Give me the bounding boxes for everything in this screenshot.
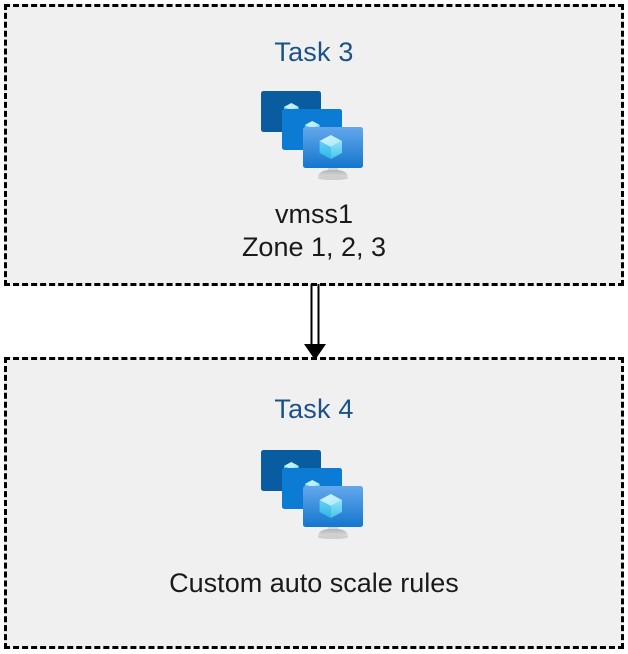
azure-vm-scale-set-icon bbox=[261, 450, 363, 539]
vmss-screen-front bbox=[303, 127, 363, 168]
task-box-task3[interactable]: Task 3 bbox=[4, 4, 624, 286]
task3-title: Task 3 bbox=[274, 37, 354, 67]
vmss-screen-front bbox=[303, 486, 363, 527]
connector-arrow-task3-to-task4 bbox=[304, 284, 326, 360]
task4-caption: Custom auto scale rules bbox=[169, 568, 459, 598]
azure-vm-scale-set-icon bbox=[261, 91, 363, 180]
task-box-task4[interactable]: Task 4 bbox=[4, 357, 624, 649]
task3-caption: vmss1 Zone 1, 2, 3 bbox=[241, 199, 387, 262]
task4-title: Task 4 bbox=[274, 394, 354, 424]
